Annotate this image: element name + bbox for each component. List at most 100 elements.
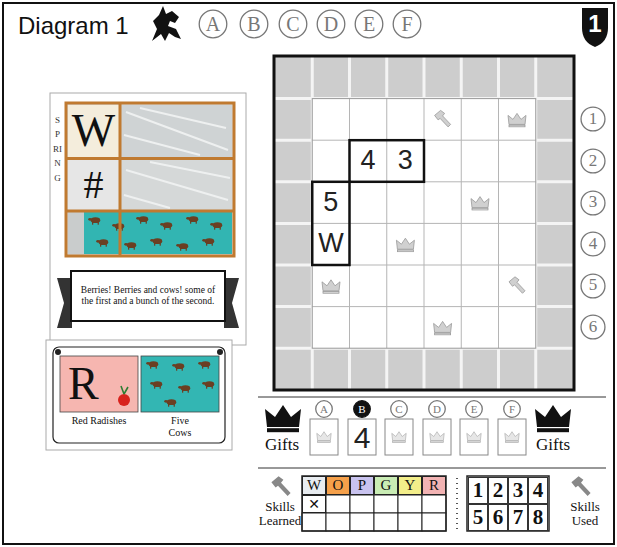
skills-area	[374, 513, 398, 531]
unicorn-icon	[152, 6, 181, 41]
board-icon	[435, 110, 451, 127]
column-letter: B	[247, 13, 260, 35]
season-card	[210, 222, 222, 229]
diagram-title: Diagram 1	[18, 12, 129, 40]
skill-used-box: 4	[528, 477, 548, 504]
gift-marker: D	[428, 400, 446, 418]
bonus-card	[46, 340, 232, 450]
gift-letter: D	[433, 403, 441, 415]
gift-letter: E	[471, 403, 478, 415]
skills-area	[398, 495, 422, 513]
filled-cell: 5	[312, 182, 349, 224]
gifts-area	[430, 432, 444, 443]
row-number: 6	[589, 318, 598, 337]
season-card	[124, 242, 136, 249]
column-marker: F	[392, 9, 422, 39]
bonus-card	[202, 381, 214, 388]
season-card	[160, 222, 172, 229]
gift-box: 4	[348, 419, 376, 455]
tile-caption: Five Cows	[160, 415, 200, 438]
gifts-area	[460, 419, 488, 455]
season-card	[124, 162, 230, 208]
board-icon	[471, 197, 489, 211]
column-marker: A	[198, 9, 228, 39]
season-card	[68, 105, 119, 157]
hammer-icon	[571, 476, 590, 496]
filled-cell: W	[312, 223, 349, 265]
skill-box: W	[302, 476, 326, 495]
season-card	[88, 216, 222, 250]
skills-area	[326, 513, 350, 531]
skill-mark: ✕	[308, 497, 320, 511]
gifts-label: Gifts	[257, 436, 307, 455]
card-tile: #	[68, 160, 119, 210]
game-board	[274, 56, 574, 390]
page-frame	[3, 3, 614, 544]
gifts-crown	[535, 405, 571, 432]
card-tile: W	[68, 105, 119, 157]
ribbon-tail	[224, 278, 239, 328]
player-number: 1	[588, 11, 601, 37]
row-marker: 3	[580, 190, 606, 216]
bonus-card	[60, 356, 138, 412]
gift-marker: C	[390, 400, 408, 418]
column-letter: C	[286, 13, 299, 35]
season-card	[121, 160, 232, 210]
gifts-area	[423, 419, 451, 455]
circle-outline	[317, 10, 345, 38]
skill-used-box: 8	[528, 504, 548, 531]
cell-group-outline	[312, 182, 349, 265]
season-card: SPRINGW#Berries! Berries and cows! some …	[50, 93, 246, 345]
gifts-area	[258, 397, 606, 468]
skill-letter: O	[333, 478, 344, 493]
column-marker: B	[239, 9, 269, 39]
tile-letter: W	[72, 108, 115, 154]
shield-shape	[582, 8, 608, 47]
skill-used-box: 5	[468, 504, 488, 531]
season-card	[121, 105, 232, 157]
board-icon	[396, 238, 414, 252]
skill-box: Y	[398, 476, 422, 495]
circle-outline	[581, 191, 605, 215]
card-rule-text: Berries! Berries and cows! some of the f…	[80, 285, 216, 307]
column-letter: F	[401, 13, 412, 35]
board-icon	[434, 321, 452, 335]
cell-value: 4	[361, 146, 376, 176]
skill-number: 7	[513, 507, 524, 528]
row-marker: 6	[580, 314, 606, 340]
gifts-area	[498, 419, 526, 455]
row-number: 2	[589, 152, 598, 171]
column-letter: A	[206, 13, 220, 35]
game-board	[312, 99, 536, 349]
skills-area	[467, 476, 549, 531]
circle-outline	[581, 315, 605, 339]
gifts-area	[348, 419, 376, 455]
season-card	[66, 103, 234, 256]
season-card	[68, 212, 84, 254]
circle-outline	[429, 401, 446, 418]
circle-outline	[466, 401, 483, 418]
skill-letter: R	[429, 478, 439, 493]
skill-number: 3	[513, 480, 524, 501]
season-card	[112, 223, 124, 230]
bonus-card	[164, 399, 176, 406]
gifts-crown	[265, 405, 301, 432]
cell-value: W	[318, 229, 343, 259]
cell-value: 3	[398, 146, 413, 176]
filled-cell: 3	[387, 140, 424, 182]
game-board	[274, 56, 574, 390]
crop-tile: RRed Radishes	[60, 356, 138, 412]
skills-area	[302, 495, 446, 531]
bonus-card	[46, 340, 232, 450]
skill-box: O	[326, 476, 350, 495]
tile-caption: Red Radishes	[71, 415, 127, 427]
circle-outline	[581, 149, 605, 173]
circle-outline	[240, 10, 268, 38]
cell-group-outline	[350, 140, 425, 182]
gifts-area	[392, 432, 406, 443]
radish-picture	[121, 386, 128, 394]
gifts-area	[505, 432, 519, 443]
season-card	[50, 93, 246, 345]
cow-tile: Five Cows	[141, 356, 219, 412]
